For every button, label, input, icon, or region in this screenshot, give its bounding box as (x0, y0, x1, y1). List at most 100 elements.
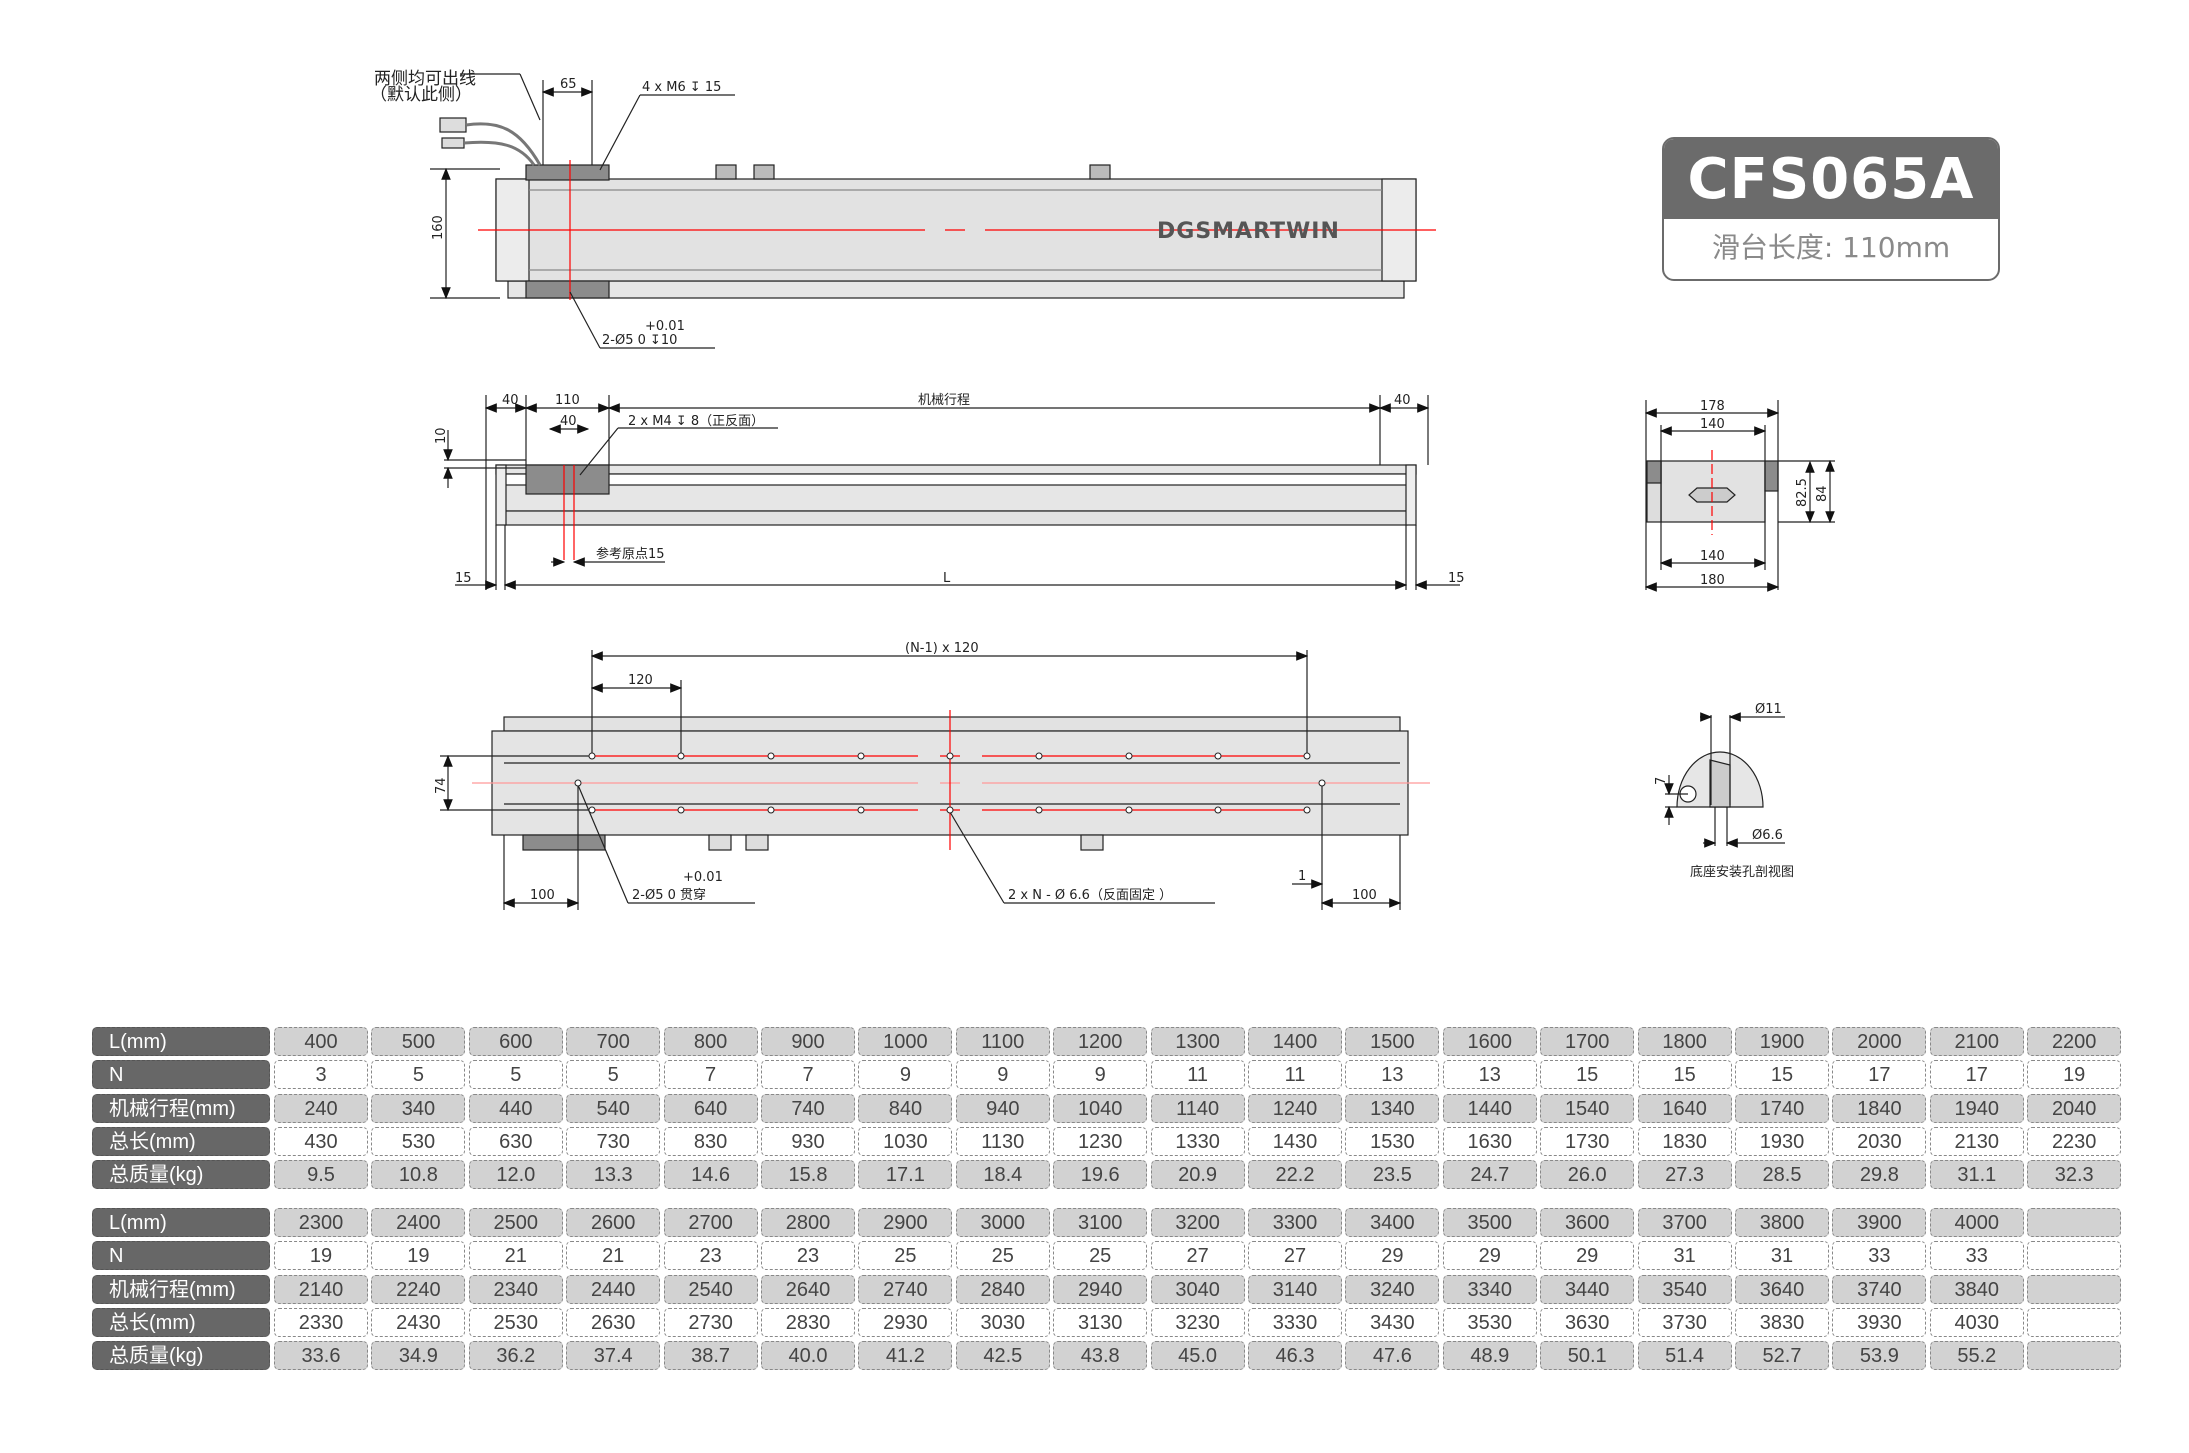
table-cell: 22.2 (1248, 1160, 1342, 1190)
table-cell: 29 (1442, 1241, 1537, 1271)
table-cell: 2630 (566, 1307, 661, 1337)
table-cell: 1830 (1637, 1126, 1732, 1156)
table-cell: 5 (371, 1060, 466, 1090)
table-cell: 33 (1929, 1241, 2024, 1271)
side-view (443, 395, 1460, 590)
table-cell: 55.2 (1929, 1341, 2024, 1371)
mount-hole (946, 752, 954, 760)
pin-tolerance: +0.01 (645, 319, 685, 334)
mount-hole (1214, 752, 1222, 760)
table-cell: 2940 (1053, 1274, 1148, 1304)
dim-140-top: 140 (1700, 417, 1725, 432)
table-cell: 3240 (1345, 1274, 1440, 1304)
table-cell: 1700 (1540, 1027, 1635, 1056)
carriage-hole-spec: 4 x M6 ↧ 15 (642, 80, 721, 95)
table-cell: 29 (1540, 1241, 1635, 1271)
table-cell: 3440 (1540, 1274, 1635, 1304)
pin-tolerance-bottom: +0.01 (683, 870, 723, 885)
table-cell: 240 (274, 1093, 368, 1123)
table-cell: 1540 (1540, 1093, 1635, 1123)
table-cell: 3040 (1150, 1274, 1245, 1304)
dim-160: 160 (431, 215, 446, 240)
table-cell: 2000 (1832, 1027, 1927, 1056)
table-cell: 2330 (274, 1307, 368, 1337)
table-cell: 43.8 (1053, 1341, 1148, 1371)
table-cell: 3000 (955, 1208, 1050, 1237)
table-cell: 21 (566, 1241, 661, 1271)
table-cell: 19 (274, 1241, 368, 1271)
table-cell: 1600 (1442, 1027, 1537, 1056)
dim-40-left: 40 (502, 393, 519, 408)
table-cell: 3900 (1832, 1208, 1927, 1237)
table-cell: 1430 (1248, 1126, 1342, 1156)
table-cell: 3600 (1540, 1208, 1635, 1237)
table-cell: 1040 (1053, 1093, 1148, 1123)
table-cell: 2130 (1929, 1126, 2024, 1156)
table-cell: 9 (1053, 1060, 1148, 1090)
table-cell: 2400 (371, 1208, 466, 1237)
table-cell: 1100 (955, 1027, 1050, 1056)
table-cell: 3730 (1637, 1307, 1732, 1337)
table-cell: 3800 (1735, 1208, 1829, 1237)
table-cell: 540 (566, 1093, 661, 1123)
table-cell: 45.0 (1150, 1341, 1245, 1371)
bottom-mount-holes (588, 752, 1311, 814)
mount-hole (1303, 806, 1311, 814)
table-cell: 3630 (1540, 1307, 1635, 1337)
dim-82-5: 82.5 (1795, 478, 1810, 507)
table-cell: 940 (955, 1093, 1050, 1123)
table-cell: 500 (371, 1027, 466, 1056)
table-cell: 25 (858, 1241, 953, 1271)
table-cell: 21 (468, 1241, 563, 1271)
table-cell: 1730 (1540, 1126, 1635, 1156)
dim-15-left: 15 (455, 571, 472, 586)
technical-drawing: 两侧均可出线 （默认此侧） 65 4 x M6 ↧ 15 160 +0.01 2… (370, 69, 1835, 910)
table-cell: 31.1 (1929, 1160, 2024, 1190)
table-cell: 3 (274, 1060, 368, 1090)
carriage-length: 滑台长度: 110mm (1711, 231, 1951, 264)
table-cell: 2340 (468, 1274, 563, 1304)
table-cell: 31 (1735, 1241, 1829, 1271)
sensor (753, 164, 775, 180)
row-label: 总质量(kg) (92, 1341, 270, 1371)
table-cell: 2140 (274, 1274, 368, 1304)
dim-180: 180 (1700, 573, 1725, 588)
cable-exit-note-default: （默认此侧） (370, 85, 472, 105)
connector-icon (439, 117, 467, 133)
dim-178: 178 (1700, 399, 1725, 414)
table-cell: 1230 (1053, 1126, 1148, 1156)
table-cell: 2200 (2027, 1027, 2122, 1056)
table-cell: 20.9 (1150, 1160, 1245, 1190)
mount-hole (946, 806, 954, 814)
table-cell: 18.4 (955, 1160, 1050, 1190)
table-cell: 42.5 (955, 1341, 1050, 1371)
table-cell: 2730 (663, 1307, 758, 1337)
table-cell: 3700 (1637, 1208, 1732, 1237)
mount-hole (1035, 752, 1043, 760)
table-cell: 13 (1442, 1060, 1537, 1090)
table-cell: 840 (858, 1093, 953, 1123)
table-cell: 1940 (1929, 1093, 2024, 1123)
sensor (715, 164, 737, 180)
table-cell: 31 (1637, 1241, 1732, 1271)
table-cell: 29 (1345, 1241, 1440, 1271)
table-cell: 2600 (566, 1208, 661, 1237)
table-cell: 38.7 (663, 1341, 758, 1371)
table-cell: 13.3 (566, 1160, 661, 1190)
dim-140-bottom: 140 (1700, 549, 1725, 564)
table-cell: 27 (1150, 1241, 1245, 1271)
table-cell: 3300 (1248, 1208, 1342, 1237)
table-cell: 53.9 (1832, 1341, 1927, 1371)
table-cell: 700 (566, 1027, 661, 1056)
table-cell: 3530 (1442, 1307, 1537, 1337)
table-cell: 5 (566, 1060, 661, 1090)
table-cell: 36.2 (468, 1341, 563, 1371)
table-cell: 3340 (1442, 1274, 1537, 1304)
table-cell: 2540 (663, 1274, 758, 1304)
table-cell: 740 (761, 1093, 855, 1123)
table-cell: 48.9 (1442, 1341, 1537, 1371)
table-cell: 2100 (1929, 1027, 2024, 1056)
connector-icon (441, 137, 465, 149)
table-cell: 3540 (1637, 1274, 1732, 1304)
row-label: L(mm) (92, 1208, 270, 1237)
